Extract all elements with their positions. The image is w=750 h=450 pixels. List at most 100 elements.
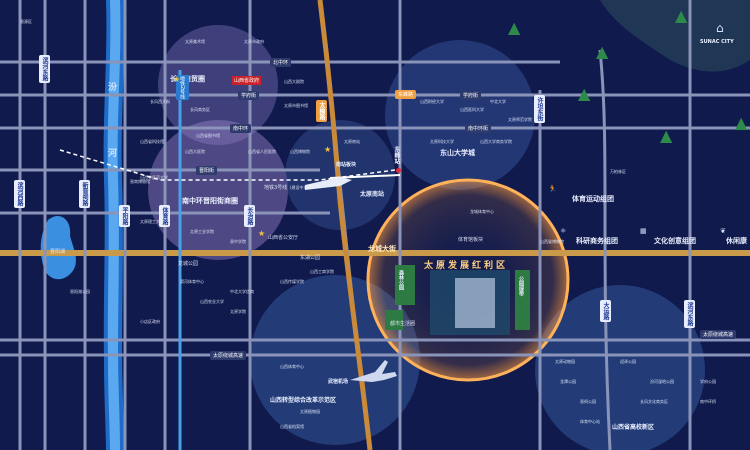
- river-name-2: 河: [108, 149, 118, 159]
- place-shanxi-gov: 山西省政府: [232, 76, 262, 85]
- tree-icon: ▲: [578, 84, 591, 103]
- metro-line2-label: 地铁2号线: [176, 75, 189, 101]
- small-label: 长风商务区: [190, 107, 210, 112]
- small-label: 中北大学信商: [230, 289, 254, 294]
- circle-nanzhan-label: 南站板块: [336, 162, 357, 168]
- fen-river-highlight: [107, 0, 121, 450]
- small-label: 太原理工大学: [140, 219, 164, 224]
- small-label: 山西传媒学院: [280, 279, 304, 284]
- small-label: 长风西大街: [150, 99, 170, 104]
- small-label: 太原学院: [230, 309, 246, 314]
- project-avenue: 龙城大街: [368, 245, 396, 253]
- road-badge: 东峰路: [395, 90, 417, 99]
- map-pin-icon: [396, 168, 401, 173]
- road-badge: 晋阳街: [196, 166, 218, 175]
- circle-keyan-label: 科研商务组团: [576, 237, 618, 245]
- circle-transform-label: 山西转型综合改革示范区: [270, 397, 337, 404]
- small-label: 滨河体育中心: [180, 279, 204, 284]
- tree-icon: ▲: [508, 18, 521, 37]
- small-label: 龙城体育中心: [470, 209, 494, 214]
- mountain-area: [600, 0, 750, 72]
- small-label: 晋阳湖公园: [70, 289, 90, 294]
- small-label: 山西医科大学: [460, 107, 484, 112]
- train: [305, 177, 352, 190]
- small-label: 山西大剧院: [284, 79, 304, 84]
- road-badge: 南中环街: [465, 124, 492, 133]
- small-label: 龙潭公园: [560, 379, 576, 384]
- small-label: 太原南站: [344, 139, 360, 144]
- vertical-road-label: 许坦东街: [534, 95, 545, 123]
- small-label: 迎泽公园: [620, 359, 636, 364]
- runner-icon: 🏃: [548, 185, 557, 193]
- vertical-road-label: 长治路: [244, 205, 255, 227]
- project-sub2: 都市生活圈: [390, 321, 416, 327]
- small-label: 晋中学院: [230, 239, 246, 244]
- small-label: 山西省图书馆: [196, 133, 220, 138]
- place-longcheng: 龙城公园: [178, 261, 199, 267]
- leaf-icon: ❦: [720, 227, 726, 235]
- park-green-2: [515, 270, 530, 330]
- circle-taiyuan-nanzhan-label: 太原南站: [360, 191, 385, 198]
- project-park1: 公园绿带: [518, 276, 524, 296]
- small-label: 太原植物园: [300, 409, 320, 414]
- small-label: 晋源区: [20, 19, 32, 24]
- road-badge: 太原绕城高速: [210, 351, 247, 360]
- vertical-road-label: 大运路: [600, 300, 611, 322]
- small-label: 学府公园: [700, 379, 716, 384]
- star-icon: ★: [258, 229, 266, 238]
- road-badge: 南中环: [230, 124, 252, 133]
- small-label: 山西财经大学: [420, 99, 444, 104]
- atom-icon: ⚛: [560, 227, 567, 235]
- vertical-road-label: 体育路: [159, 205, 170, 227]
- small-label: 山西大医院: [185, 149, 205, 154]
- circle-dongshan-label: 东山大学城: [440, 149, 475, 157]
- brand-logo: SUNAC CITY: [700, 39, 734, 45]
- small-label: 山西省科技馆: [140, 139, 164, 144]
- dongshan-circle: [385, 40, 535, 190]
- small-label: 小店区政府: [140, 319, 160, 324]
- small-label: 山西省人民医院: [248, 149, 276, 154]
- metro-line3-label: 地铁3号线: [264, 185, 288, 191]
- changfeng-circle: [158, 25, 278, 145]
- gaoxiao-circle: [535, 285, 705, 450]
- road-badge: 学府街: [460, 91, 482, 100]
- small-label: 山西省档案馆: [280, 424, 304, 429]
- place-airport: 武宿机场: [328, 379, 349, 385]
- small-label: 太原工业学院: [190, 229, 214, 234]
- place-dongye: 东湖公园: [300, 255, 321, 261]
- circle-wenhua-label: 文化创意组团: [654, 237, 696, 245]
- small-label: 太原市图书馆: [284, 103, 308, 108]
- small-label: 山西中医药大学: [140, 175, 168, 180]
- small-label: 太原动物园: [555, 359, 575, 364]
- road-badge: 学府街: [238, 91, 260, 100]
- star-icon: ★: [173, 75, 181, 84]
- circle-tiyu-label: 体育运动组团: [572, 195, 614, 203]
- road-badge: 北中环: [270, 58, 292, 67]
- small-label: 中北大学: [490, 99, 506, 104]
- small-label: 汾河湿地公园: [650, 379, 674, 384]
- small-label: 山西工商学院: [310, 269, 334, 274]
- small-label: 体育中心站: [580, 419, 600, 424]
- vertical-road-label: 滨河东路: [39, 55, 50, 83]
- park-green-3: [385, 310, 403, 330]
- small-label: 万柏林区: [610, 169, 626, 174]
- small-label: 山西大学商务学院: [480, 139, 512, 144]
- brand-icon: ⌂: [716, 21, 724, 35]
- tree-icon: ▲: [660, 126, 673, 145]
- vertical-road-label: 太榆路: [316, 100, 327, 122]
- small-label: 山西博物院: [290, 149, 310, 154]
- vertical-road-label: 平阳路: [119, 205, 130, 227]
- place-shanxi-prov: 山西省公安厅: [268, 235, 299, 241]
- small-label: 太原市政府: [244, 39, 264, 44]
- small-label: 晋商博物馆: [130, 179, 150, 184]
- project-park2: 森林公园: [398, 270, 404, 290]
- project-buildings: [455, 278, 495, 328]
- tree-icon: ▲: [735, 113, 748, 132]
- small-label: 太原美术馆: [185, 39, 205, 44]
- small-label: 长风文化商务区: [640, 399, 668, 404]
- project-title: 太原发展红利区: [424, 261, 509, 271]
- star-icon: ★: [324, 145, 332, 154]
- small-label: 山西农业大学: [200, 299, 224, 304]
- metro-line3-sub: (建设中): [290, 185, 306, 190]
